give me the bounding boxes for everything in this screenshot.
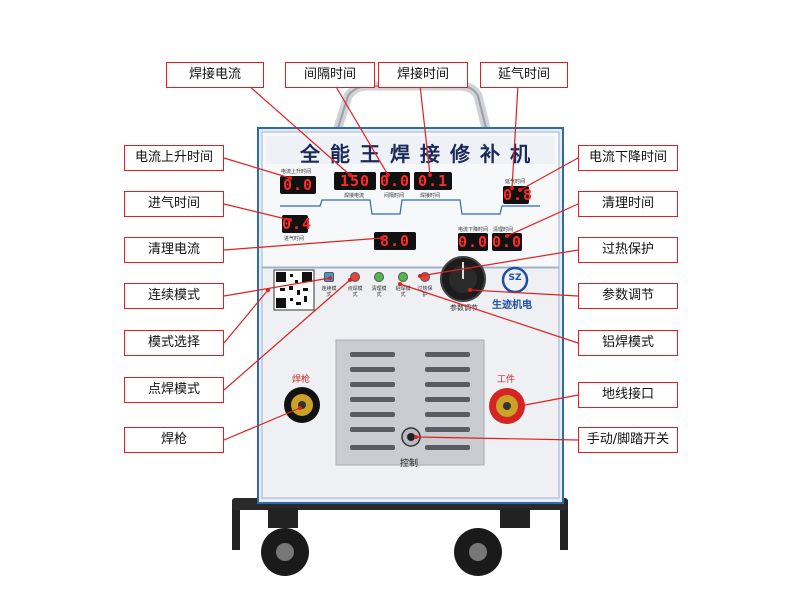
leader-overheat	[419, 249, 579, 277]
leader-clean-time	[506, 203, 579, 237]
label-delay: 延气时间	[505, 179, 526, 185]
leader-interval	[334, 84, 389, 176]
leader-param-adjust	[469, 289, 579, 297]
callout-spot: 点焊模式	[124, 377, 224, 403]
leader-gas-in	[223, 203, 291, 221]
label-weld-time: 焊接时间	[420, 193, 441, 199]
brand-logo: SZ	[508, 273, 522, 283]
leader-weld-current	[247, 84, 351, 176]
callout-mode-select: 模式选择	[124, 330, 224, 356]
display-clean-current: 8.0	[374, 232, 416, 250]
mode-button-label: 铝焊模式	[395, 286, 411, 298]
panel-title: 全能王焊接修补机	[300, 142, 540, 166]
brand-name: 生迹机电	[492, 300, 532, 311]
label-interval: 间隔时间	[384, 193, 405, 199]
callout-torch: 焊枪	[124, 427, 224, 453]
callout-clean-current: 清理电流	[124, 237, 224, 263]
leader-switch	[415, 436, 579, 441]
leader-aluminum	[399, 283, 579, 344]
callout-weld-current: 焊接电流	[166, 62, 264, 88]
callout-continuous: 连续模式	[124, 283, 224, 309]
mode-button-label: 连续模式	[321, 286, 337, 298]
callout-switch: 手动/脚踏开关	[578, 427, 678, 453]
display-current-down: 0.0	[458, 233, 489, 251]
callout-current-up: 电流上升时间	[124, 145, 224, 171]
callout-aluminum: 铝焊模式	[578, 330, 678, 356]
callout-delay: 延气时间	[480, 62, 568, 88]
knob-label: 参数调节	[450, 304, 478, 312]
label-current-up: 电流上升时间	[281, 169, 312, 175]
callout-overheat: 过热保护	[578, 237, 678, 263]
work-socket-label: 工件	[497, 375, 516, 385]
leader-weld-time	[419, 84, 431, 176]
display-current-up: 0.0	[280, 176, 316, 194]
torch-socket-label: 焊枪	[292, 375, 311, 385]
callout-gas-in: 进气时间	[124, 191, 224, 217]
mode-button-4[interactable]	[398, 272, 408, 282]
mode-button-3[interactable]	[374, 272, 384, 282]
leader-current-down	[519, 157, 579, 191]
leader-clean-current	[223, 237, 383, 251]
label-gas-in: 进气时间	[284, 236, 305, 242]
label-clean-time: 清理时间	[493, 227, 514, 233]
callout-clean-time: 清理时间	[578, 191, 678, 217]
leader-ground	[519, 394, 579, 407]
leader-current-up	[223, 157, 291, 179]
display-clean-time: 0.0	[492, 233, 523, 251]
leader-spot	[223, 279, 351, 391]
display-weld-time: 0.1	[414, 172, 452, 190]
callout-interval: 间隔时间	[285, 62, 375, 88]
leader-torch	[223, 407, 301, 441]
callout-current-down: 电流下降时间	[578, 145, 678, 171]
mode-button-label: 过热保护	[417, 286, 433, 298]
mode-button-2[interactable]	[350, 272, 360, 282]
callout-param-adjust: 参数调节	[578, 283, 678, 309]
display-weld-current: 150	[334, 172, 376, 190]
label-weld-current: 焊接电流	[344, 193, 365, 199]
mode-button-label: 清理模式	[371, 286, 387, 298]
callout-weld-time: 焊接时间	[378, 62, 468, 88]
label-current-down: 电流下降时间	[458, 227, 489, 233]
mode-button-label: 点焊模式	[347, 286, 363, 298]
leader-delay	[511, 84, 519, 189]
leader-continuous	[223, 277, 331, 297]
control-label: 控制	[400, 459, 419, 469]
leader-mode-select	[223, 289, 269, 344]
display-delay: 0.8	[503, 186, 534, 204]
callout-ground: 地线接口	[578, 382, 678, 408]
